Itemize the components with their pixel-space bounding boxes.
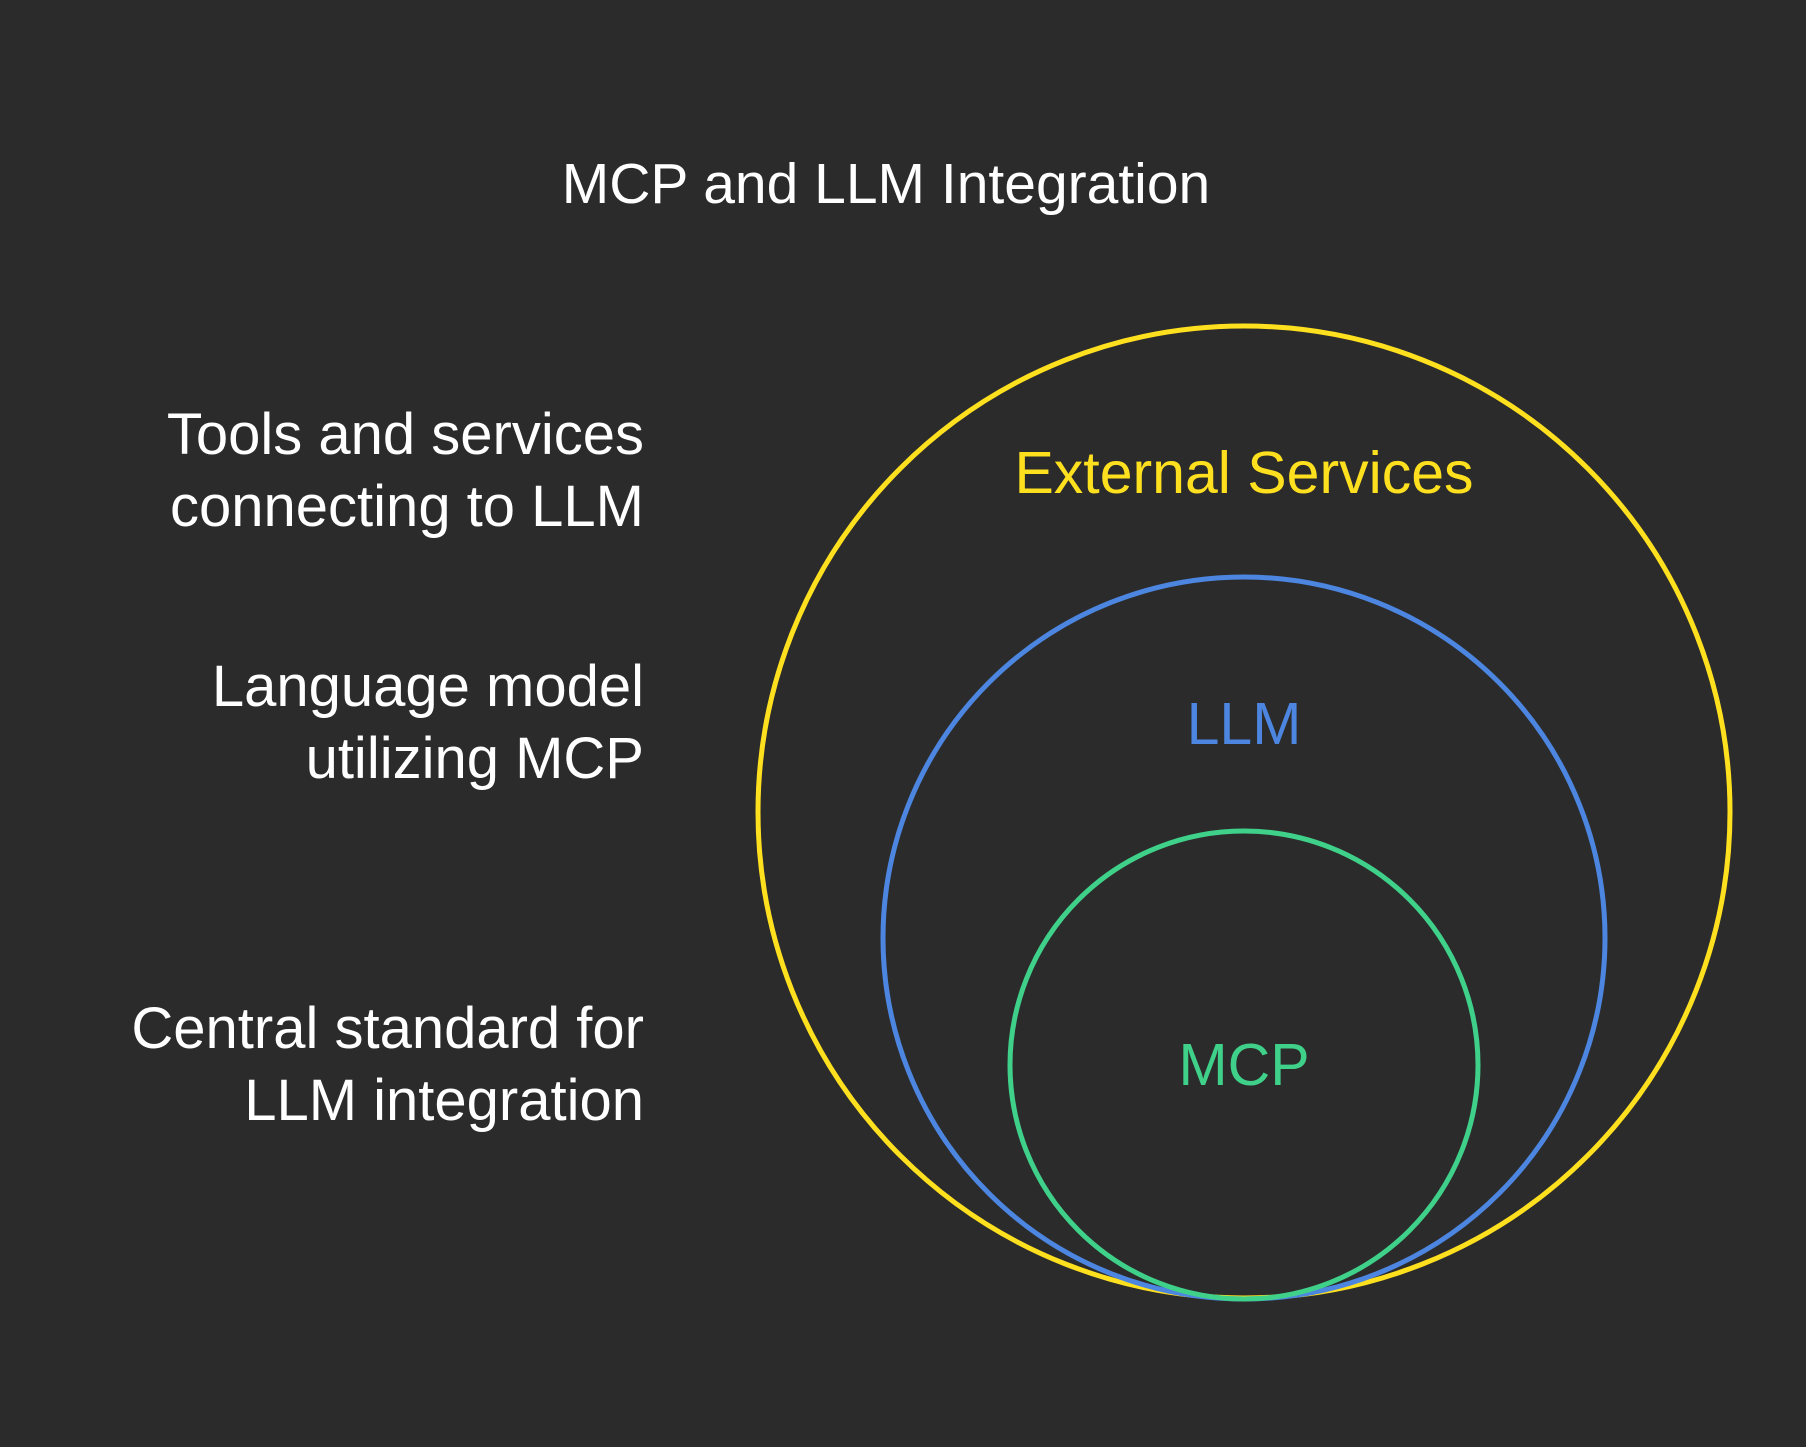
- llm-circle: [880, 574, 1608, 1302]
- description-line: utilizing MCP: [305, 726, 644, 791]
- mcp-label: MCP: [1178, 1032, 1309, 1098]
- mcp-circle: [1007, 828, 1481, 1302]
- description-line: Tools and services: [166, 402, 644, 467]
- description-line: LLM integration: [244, 1068, 644, 1133]
- llm-label: LLM: [1187, 691, 1302, 757]
- description-line: Language model: [211, 654, 644, 719]
- external-services-label: External Services: [1014, 440, 1473, 506]
- llm-description: Language model utilizing MCP: [212, 651, 644, 795]
- mcp-description: Central standard for LLM integration: [131, 993, 644, 1137]
- external-services-description: Tools and services connecting to LLM: [167, 399, 644, 543]
- description-line: connecting to LLM: [170, 474, 644, 539]
- description-line: Central standard for: [131, 996, 644, 1061]
- diagram-title: MCP and LLM Integration: [561, 152, 1211, 216]
